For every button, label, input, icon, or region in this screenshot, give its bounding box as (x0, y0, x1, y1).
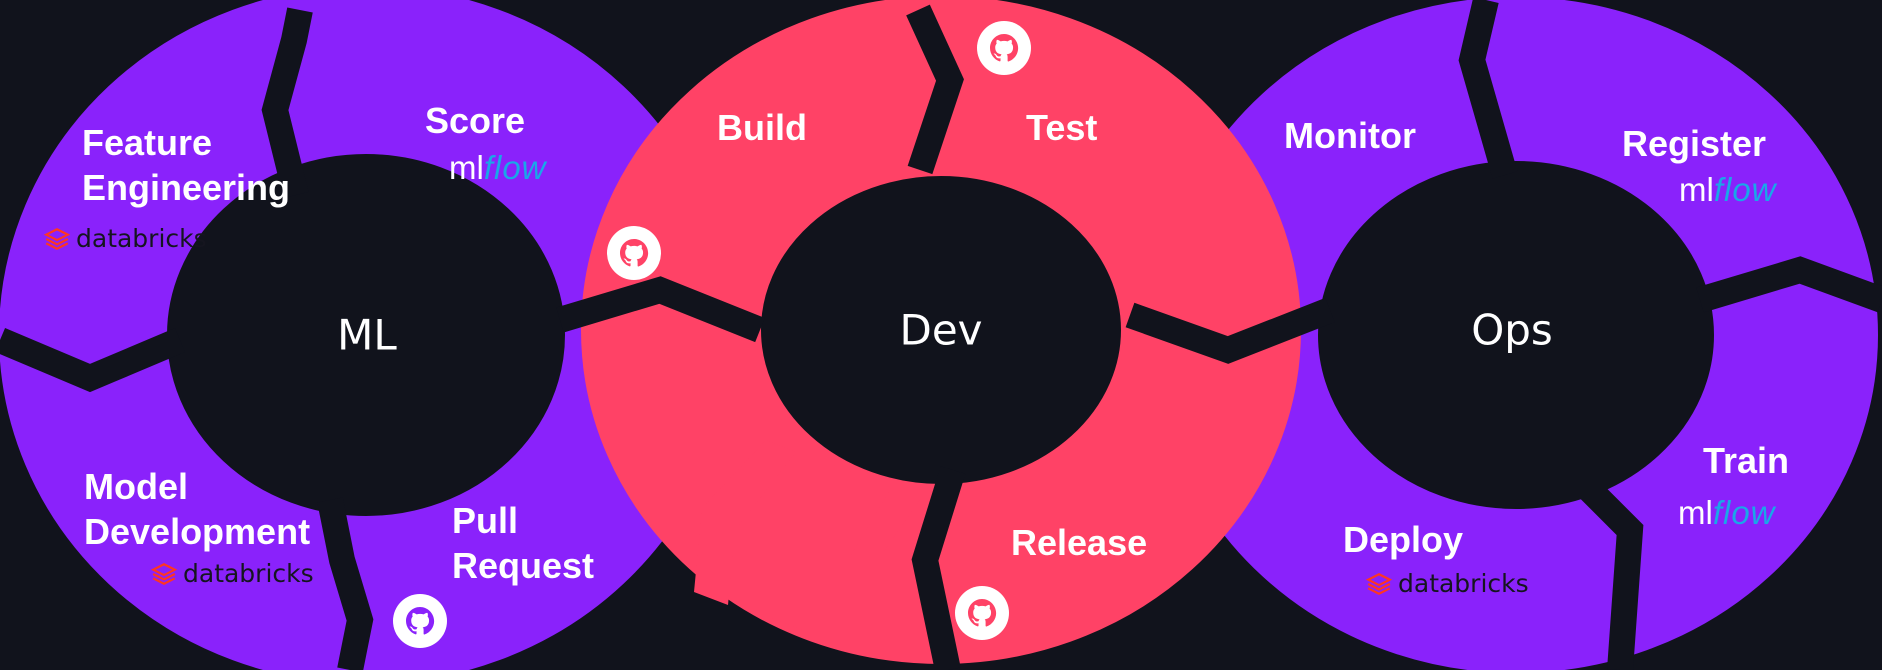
stage-build: Build (717, 107, 807, 148)
databricks-icon (151, 562, 177, 585)
stage-deploy: Deploy (1343, 519, 1464, 560)
stage-test: Test (1026, 107, 1098, 148)
stage-register: Register (1622, 123, 1767, 164)
mlflow-ml-text: ml (1678, 494, 1713, 531)
databricks-logo: databricks (44, 224, 207, 253)
databricks-text: databricks (76, 224, 207, 253)
dev-chevrons (694, 440, 928, 660)
github-icon (607, 226, 661, 280)
mlflow-flow-text: flow (1713, 171, 1777, 208)
mlflow-ml-text: ml (449, 149, 484, 186)
stage-score: Score (425, 100, 526, 141)
mlflow-flow-text: flow (483, 149, 547, 186)
github-mark (968, 599, 997, 627)
ops-center-label: Ops (1471, 305, 1553, 355)
github-mark (990, 34, 1019, 62)
stage-train: Train (1703, 440, 1790, 481)
stage-feature-engineering: Feature Engineering (82, 122, 291, 208)
mlflow-flow-text: flow (1712, 494, 1776, 531)
chevron-3 (848, 482, 928, 660)
ml-center-label: ML (337, 310, 397, 360)
stage-model-development: Model Development (84, 466, 311, 552)
github-icon (977, 21, 1031, 75)
mlflow-logo: mlflow (1679, 172, 1777, 208)
dev-center-label: Dev (899, 305, 983, 355)
mlflow-ml-text: ml (1679, 171, 1714, 208)
databricks-icon (44, 227, 70, 250)
chevron-2 (771, 464, 862, 630)
databricks-logo: databricks (1366, 569, 1529, 598)
databricks-logo: databricks (151, 559, 314, 588)
chevron-1 (694, 440, 796, 605)
mlflow-logo: mlflow (1678, 495, 1776, 531)
github-mark (406, 607, 435, 635)
github-icon (393, 594, 447, 648)
stage-monitor: Monitor (1284, 115, 1416, 156)
databricks-text: databricks (183, 559, 314, 588)
github-icon (955, 586, 1009, 640)
databricks-text: databricks (1398, 569, 1529, 598)
mlflow-logo: mlflow (449, 150, 547, 186)
databricks-icon (1366, 572, 1392, 595)
stage-pull-request: Pull Request (452, 500, 595, 586)
stage-release: Release (1011, 522, 1148, 563)
github-mark (620, 239, 649, 267)
